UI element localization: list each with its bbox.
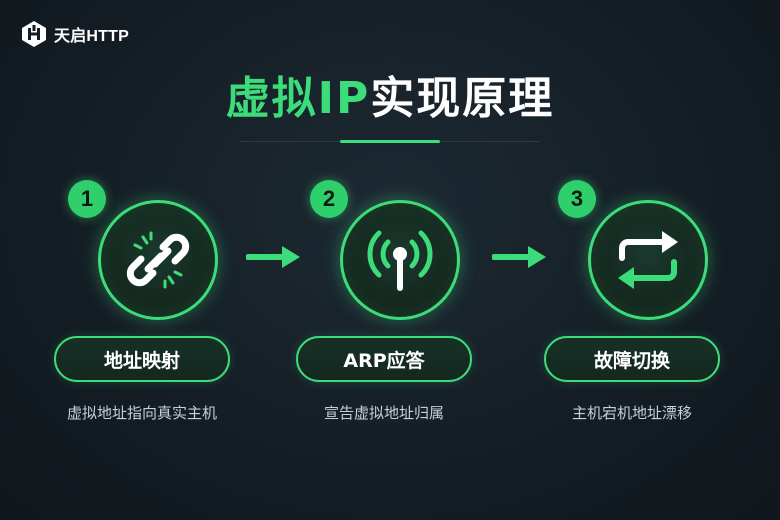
broken-link-icon [126, 231, 190, 289]
step-number-badge: 2 [310, 180, 348, 218]
logo-mark-icon [22, 21, 46, 47]
step-number-badge: 3 [558, 180, 596, 218]
step-number-badge: 1 [68, 180, 106, 218]
step-description: 主机宕机地址漂移 [571, 404, 692, 422]
step-description: 宣告虚拟地址归属 [323, 404, 444, 422]
step-1: 1 地址映射 虚拟地址指向真实主机 [40, 180, 260, 422]
title-highlight: 虚拟IP [225, 73, 371, 124]
title-accent-bar [340, 140, 440, 143]
logo-text: 天启HTTP [54, 28, 129, 45]
switch-arrows-icon [618, 231, 678, 289]
arrow-right-icon [246, 246, 300, 268]
step-3: 3 故障切换 主机宕机地址漂移 [530, 180, 750, 422]
step-icon-circle [340, 200, 460, 320]
step-description: 虚拟地址指向真实主机 [66, 404, 217, 422]
step-icon-circle [588, 200, 708, 320]
step-label-pill: ARP应答 [296, 336, 472, 382]
broadcast-antenna-icon [367, 230, 433, 291]
brand-logo: 天启HTTP [20, 20, 129, 48]
step-icon-circle [98, 200, 218, 320]
arrow-right-icon [492, 246, 546, 268]
step-label-pill: 地址映射 [54, 336, 230, 382]
step-2: 2 ARP应答 宣告虚拟地址归属 [282, 180, 502, 422]
step-label-pill: 故障切换 [544, 336, 720, 382]
page-title: 虚拟IP实现原理 [0, 62, 780, 126]
title-rest: 实现原理 [370, 73, 555, 124]
